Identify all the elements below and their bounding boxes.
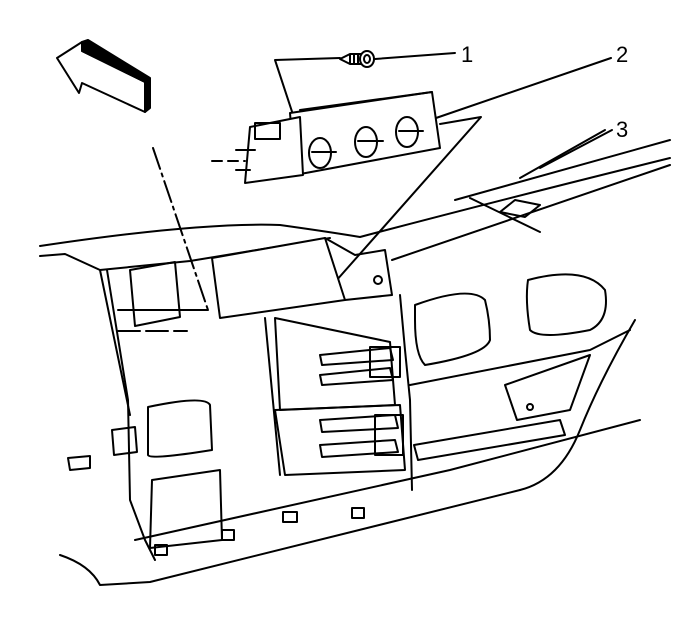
callout-label-1: 1 — [461, 42, 474, 67]
callout-label-3: 3 — [616, 117, 629, 142]
instrument-panel — [39, 129, 671, 586]
front-direction-arrow-icon — [56, 39, 151, 113]
switch-module — [211, 57, 612, 291]
screw-icon — [274, 50, 456, 146]
callout-label-2: 2 — [616, 42, 629, 67]
